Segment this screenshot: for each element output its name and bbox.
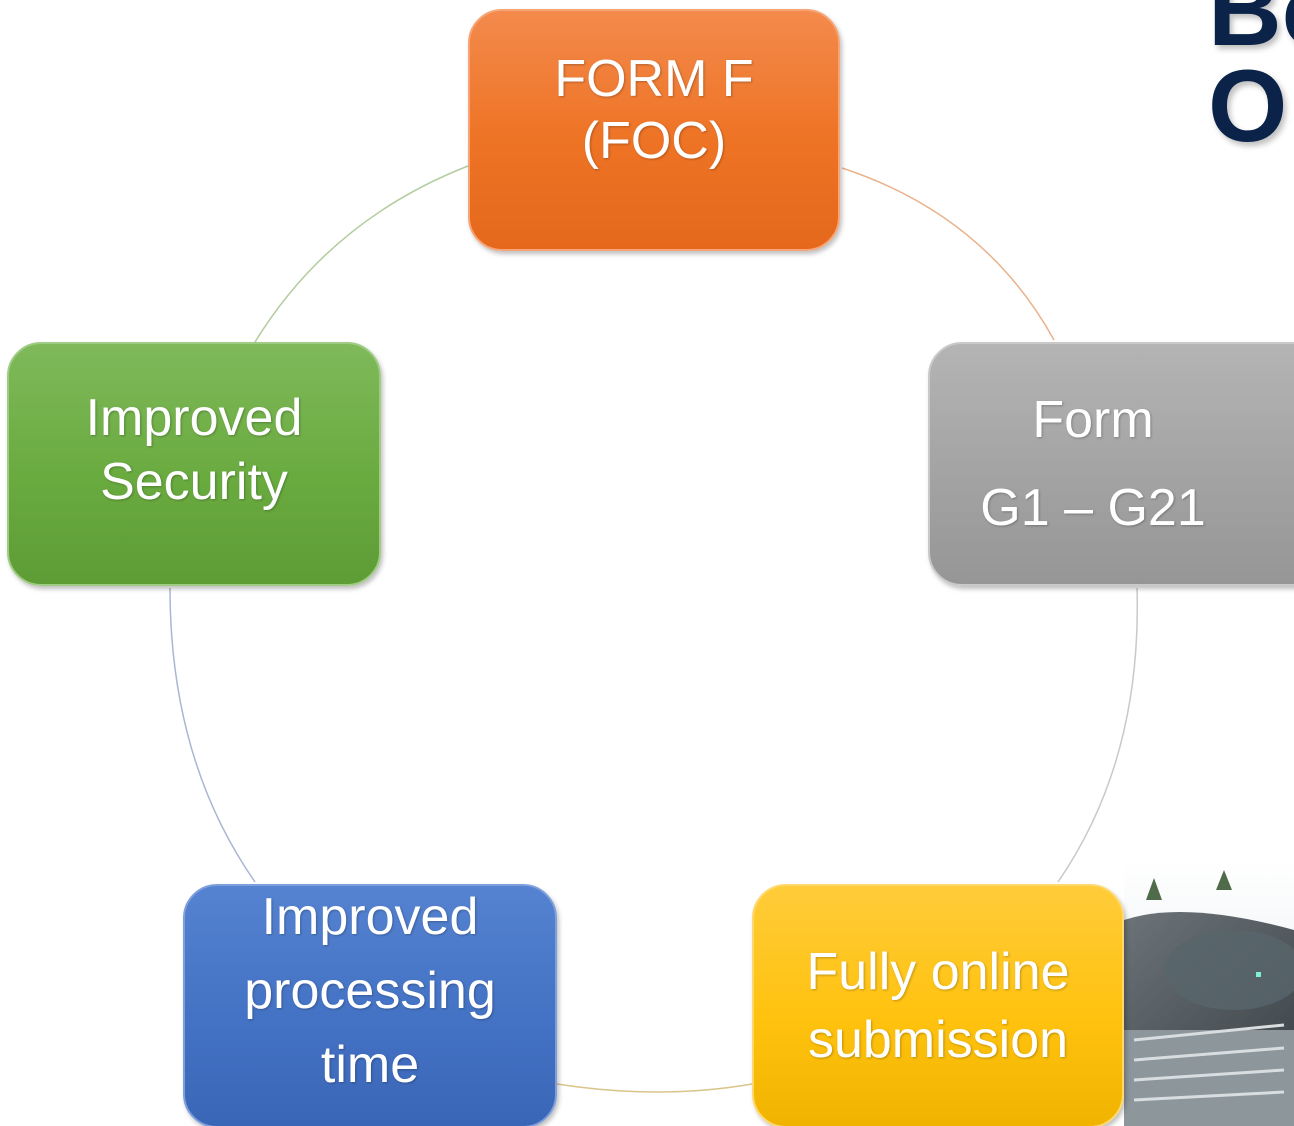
node-form-f: FORM F (FOC) (468, 9, 840, 251)
connector-form-f-to-form-g (841, 167, 1055, 341)
building-photo (1124, 860, 1294, 1126)
node-improved-security: Improved Security (7, 342, 381, 586)
node-improved-processing-time-label: Improved processing time (244, 888, 496, 1094)
node-form-g: Form G1 – G21 (928, 342, 1294, 586)
node-fully-online-submission: Fully online submission (752, 884, 1124, 1126)
node-form-g-label: Form G1 – G21 (980, 391, 1206, 537)
connector-processing-to-security (169, 587, 256, 883)
slide-title-fragment: Bo O (1208, 0, 1294, 163)
connector-online-to-processing (556, 1083, 753, 1093)
node-improved-security-label: Improved Security (85, 389, 303, 511)
node-improved-processing-time: Improved processing time (183, 884, 557, 1126)
connector-security-to-form-f (254, 165, 469, 343)
connector-form-g-to-online (1057, 587, 1139, 883)
node-fully-online-submission-label: Fully online submission (806, 943, 1070, 1069)
node-form-f-label: FORM F (FOC) (554, 50, 754, 170)
